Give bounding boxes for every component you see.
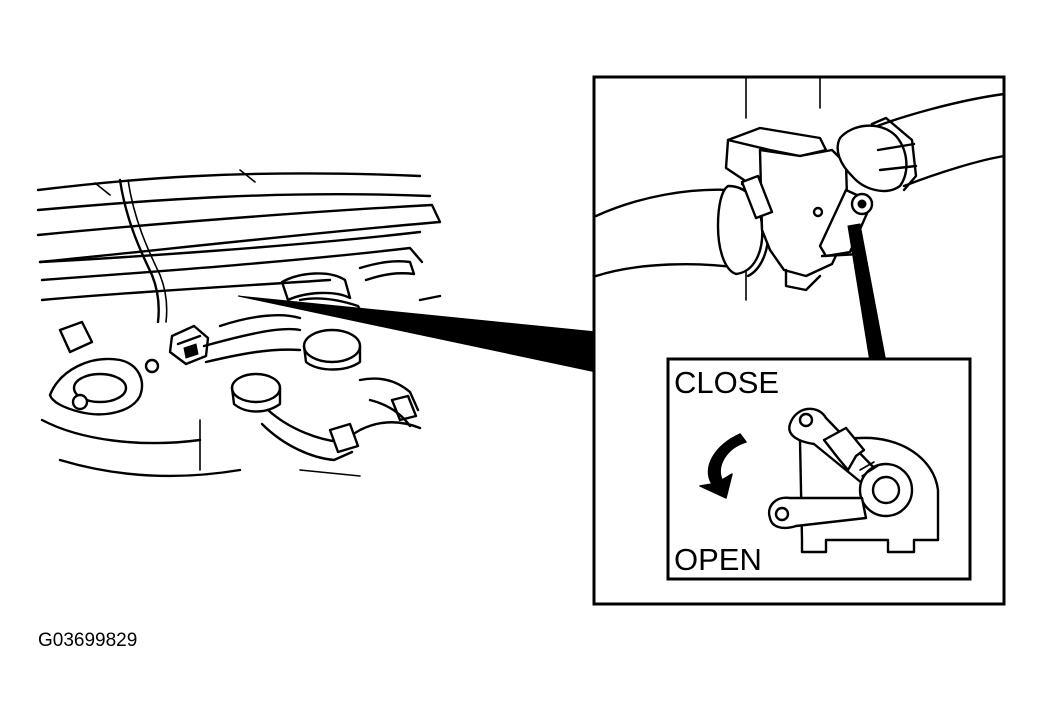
engine-compartment-illustration [36,169,442,478]
figure-id: G03699829 [38,630,137,651]
open-label: OPEN [674,542,762,577]
rotate-arrow-icon [699,433,747,499]
callout-pointer [237,295,597,373]
valve-detail-panel: CLOSE OPEN [592,75,1006,606]
lever-position-inset: CLOSE OPEN [666,357,972,581]
close-label: CLOSE [674,365,779,400]
